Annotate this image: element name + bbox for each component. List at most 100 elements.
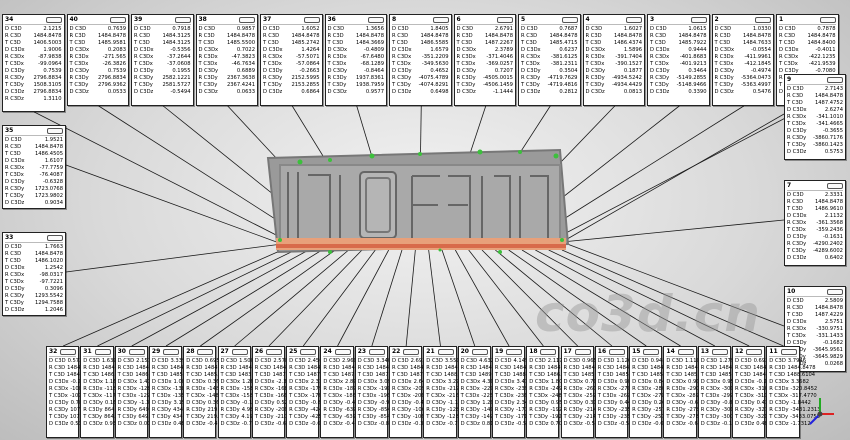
panel-toggle-icon[interactable] [403,348,420,355]
panel-toggle-icon[interactable] [827,288,843,295]
panel-toggle-icon[interactable] [163,348,180,355]
panel-toggle-icon[interactable] [643,348,660,355]
panel-toggle-icon[interactable] [609,348,626,355]
panel-toggle-icon[interactable] [128,348,145,355]
leader-line [468,249,544,347]
panel-toggle-icon[interactable] [755,16,771,23]
panel-toggle-icon[interactable] [60,348,77,355]
panel-toggle-icon[interactable] [677,348,694,355]
row-value: 0.2812 [559,89,578,95]
panel-toggle-icon[interactable] [432,16,449,23]
row-value: 1484.8478 [678,33,707,39]
panel-header: 1 [779,15,836,25]
panel-toggle-icon[interactable] [47,127,63,134]
row-value: 1487.2267 [484,40,513,46]
panel-toggle-icon[interactable] [819,16,836,23]
panel-toggle-icon[interactable] [711,348,728,355]
row-value: -4505.0015 [483,75,513,81]
panel-toggle-icon[interactable] [231,348,248,355]
panel-toggle-icon[interactable] [94,348,111,355]
row-value: 1.2046 [44,307,63,313]
panel-toggle-icon[interactable] [540,348,557,355]
row-value: 0.4342 [757,400,775,407]
panel-toggle-icon[interactable] [45,16,62,23]
panel-toggle-icon[interactable] [827,76,843,83]
panel-toggle-icon[interactable] [506,348,523,355]
panel-toggle-icon[interactable] [368,348,385,355]
axis-triad-icon[interactable] [800,392,840,432]
panel-toggle-icon[interactable] [574,348,591,355]
panel-toggle-icon[interactable] [197,348,214,355]
panel-toggle-icon[interactable] [110,16,126,23]
panel-toggle-icon[interactable] [780,348,797,355]
panel-toggle-icon[interactable] [334,348,351,355]
panel-row: D C3Dy-0.9108 [358,400,400,407]
panel-toggle-icon[interactable] [471,348,488,355]
panel-toggle-icon[interactable] [626,16,642,23]
panel-toggle-icon[interactable] [368,16,384,23]
panel-toggle-icon[interactable] [300,348,317,355]
panel-toggle-icon[interactable] [303,16,320,23]
panel-toggle-icon[interactable] [174,16,191,23]
panel-toggle-icon[interactable] [266,348,283,355]
panel-toggle-icon[interactable] [239,16,255,23]
panel-toggle-icon[interactable] [561,16,578,23]
panel-toggle-icon[interactable] [746,348,763,355]
panel-toggle-icon[interactable] [827,182,843,189]
panel-row: D C3Dz-0.5010 [598,421,639,428]
panel-row: T C3Dx-331.1433 [787,333,843,340]
panel-row: T C3Dx-299.6329 [701,393,748,400]
row-key: R C3D [460,365,477,371]
panel-toggle-icon[interactable] [497,16,513,23]
row-value: 2367.4241 [226,82,255,88]
panel-toggle-icon[interactable] [437,348,454,355]
row-value: 1484.8478 [34,251,63,257]
panel-toggle-icon[interactable] [47,234,63,241]
row-value: 1.0330 [752,26,771,32]
panel-toggle-icon[interactable] [690,16,707,23]
